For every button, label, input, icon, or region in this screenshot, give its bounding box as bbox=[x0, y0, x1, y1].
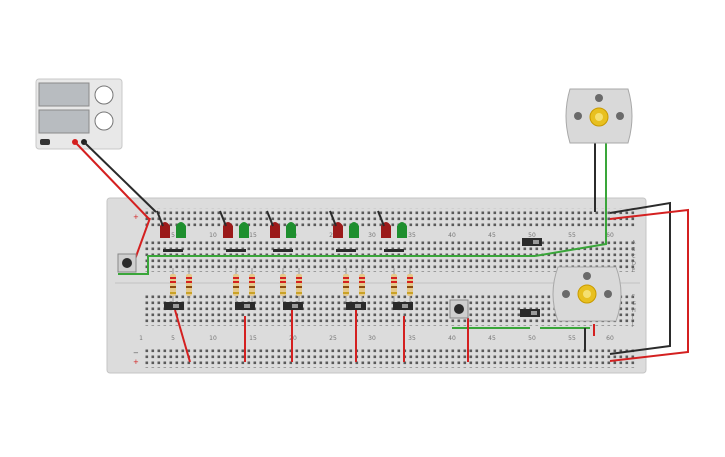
column-label: 45 bbox=[488, 232, 496, 239]
resistor[interactable] bbox=[407, 268, 413, 302]
led-ground-wire[interactable] bbox=[219, 210, 227, 227]
slide-switch[interactable] bbox=[164, 302, 184, 310]
voltage-knob-icon[interactable] bbox=[94, 85, 114, 105]
column-label: 40 bbox=[448, 335, 456, 342]
column-label: 25 bbox=[329, 335, 337, 342]
slide-switch[interactable] bbox=[346, 302, 366, 310]
row-label: E bbox=[632, 268, 635, 274]
led-ground-wire[interactable] bbox=[377, 210, 385, 227]
led-ground-wire[interactable] bbox=[266, 210, 274, 227]
column-label: 55 bbox=[568, 335, 576, 342]
slide-switch-top-right[interactable] bbox=[522, 238, 542, 246]
wire-supply-negative[interactable] bbox=[83, 141, 157, 213]
wire-supply-positive[interactable] bbox=[74, 141, 151, 221]
row-label: B bbox=[632, 247, 636, 253]
row-label: D bbox=[632, 261, 636, 267]
rail-plus-label-bottom: + bbox=[133, 358, 139, 366]
led-green[interactable] bbox=[286, 222, 296, 238]
dc-motor-top[interactable] bbox=[565, 88, 633, 144]
slide-switch-bottom-right[interactable] bbox=[520, 309, 540, 317]
slide-switch[interactable] bbox=[235, 302, 255, 310]
resistor[interactable] bbox=[186, 268, 192, 302]
column-label: 15 bbox=[249, 335, 257, 342]
led-green[interactable] bbox=[349, 222, 359, 238]
column-label: 60 bbox=[606, 232, 614, 239]
column-label: 5 bbox=[171, 335, 175, 342]
jumper-short[interactable] bbox=[336, 249, 356, 252]
resistor[interactable] bbox=[296, 268, 302, 302]
top-rail-holes-2[interactable] bbox=[145, 218, 635, 228]
resistor[interactable] bbox=[170, 268, 176, 302]
bottom-rail-holes-2[interactable] bbox=[145, 358, 635, 368]
row-label: F bbox=[632, 294, 635, 300]
column-label: 1 bbox=[139, 335, 143, 342]
column-label: 45 bbox=[488, 335, 496, 342]
jumper-short[interactable] bbox=[384, 249, 404, 252]
resistor[interactable] bbox=[359, 268, 365, 302]
wire-rail-ground-loop[interactable] bbox=[609, 201, 671, 355]
voltage-display bbox=[38, 82, 90, 107]
rail-minus-label: − bbox=[133, 349, 139, 357]
wire-motor-top-signal[interactable] bbox=[534, 142, 607, 257]
slide-switch[interactable] bbox=[393, 302, 413, 310]
row-label: A bbox=[632, 240, 636, 246]
wires bbox=[74, 141, 689, 363]
led-green[interactable] bbox=[239, 222, 249, 238]
led-ground-wire[interactable] bbox=[156, 210, 164, 227]
bottom-rail-holes[interactable] bbox=[145, 348, 635, 358]
column-label: 5 bbox=[171, 232, 175, 239]
column-label: 15 bbox=[249, 232, 257, 239]
jumper-short[interactable] bbox=[226, 249, 246, 252]
resistor[interactable] bbox=[249, 268, 255, 302]
column-label: 10 bbox=[209, 232, 217, 239]
center-channel bbox=[115, 282, 640, 284]
resistor[interactable] bbox=[280, 268, 286, 302]
wire-rail-power-loop[interactable] bbox=[609, 208, 689, 362]
column-label: 35 bbox=[408, 335, 416, 342]
push-button-left[interactable] bbox=[117, 253, 137, 273]
jumper-short[interactable] bbox=[273, 249, 293, 252]
column-label: 10 bbox=[209, 335, 217, 342]
row-label: C bbox=[632, 254, 636, 260]
power-switch[interactable] bbox=[40, 139, 50, 145]
column-label: 50 bbox=[528, 232, 536, 239]
column-label: 50 bbox=[528, 335, 536, 342]
column-label: 40 bbox=[448, 232, 456, 239]
resistor[interactable] bbox=[391, 268, 397, 302]
column-label: 55 bbox=[568, 232, 576, 239]
dc-motor-bottom[interactable] bbox=[552, 266, 622, 322]
power-supply[interactable] bbox=[35, 78, 123, 150]
resistor[interactable] bbox=[343, 268, 349, 302]
row-label: I bbox=[632, 315, 633, 321]
resistor[interactable] bbox=[233, 268, 239, 302]
wire-signal-top[interactable] bbox=[118, 255, 535, 275]
current-knob-icon[interactable] bbox=[94, 111, 114, 131]
current-display bbox=[38, 109, 90, 134]
top-rail-holes[interactable] bbox=[145, 208, 635, 218]
column-label: 30 bbox=[368, 232, 376, 239]
slide-switch[interactable] bbox=[283, 302, 303, 310]
wire-button-feed[interactable] bbox=[133, 217, 151, 263]
led-green[interactable] bbox=[176, 222, 186, 238]
wire-switch-1[interactable] bbox=[174, 309, 191, 363]
column-label: 35 bbox=[408, 232, 416, 239]
rail-plus-label: + bbox=[133, 213, 139, 221]
column-label: 20 bbox=[289, 335, 297, 342]
jumper-short[interactable] bbox=[163, 249, 183, 252]
column-label: 30 bbox=[368, 335, 376, 342]
led-green[interactable] bbox=[397, 222, 407, 238]
led-ground-wire[interactable] bbox=[329, 210, 337, 227]
row-label: H bbox=[632, 308, 636, 314]
row-label: G bbox=[632, 301, 636, 307]
push-button-right[interactable] bbox=[449, 299, 469, 319]
row-label: J bbox=[631, 322, 633, 328]
column-label: 60 bbox=[606, 335, 614, 342]
components bbox=[156, 210, 413, 310]
